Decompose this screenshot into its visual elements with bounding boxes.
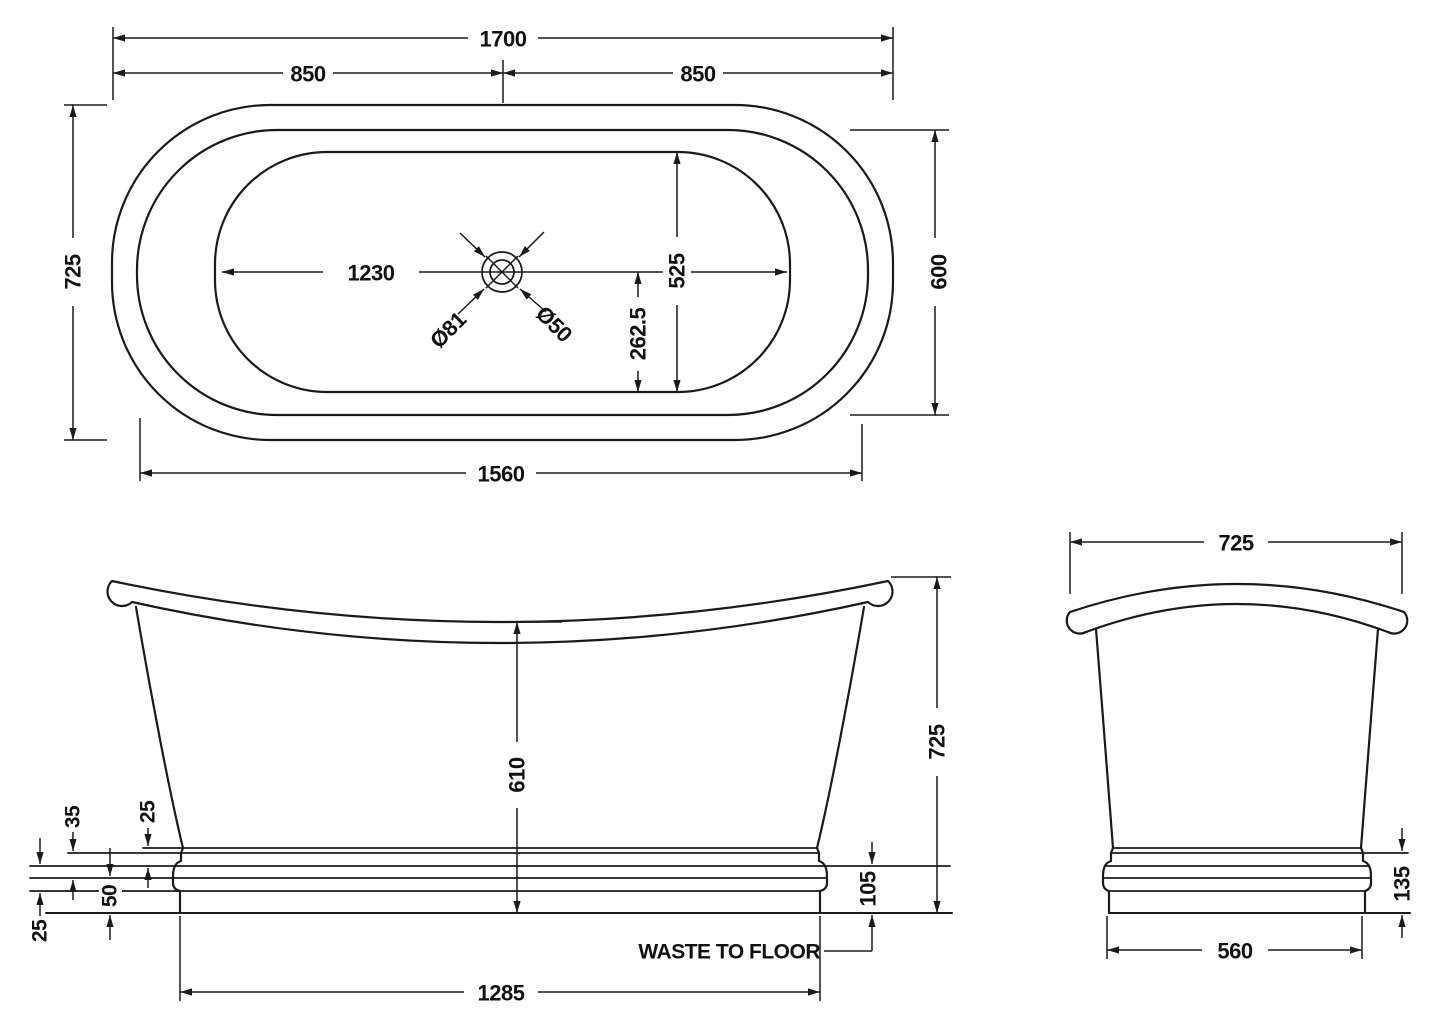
drain-outer-circle — [481, 251, 523, 293]
dim-base-width: 560 — [1106, 916, 1363, 964]
dim-internal-width: 525 — [663, 152, 691, 392]
dim-plinth-height-label: 135 — [1390, 866, 1415, 901]
dim-internal-width-label: 525 — [665, 253, 690, 288]
dim-base-length: 1285 — [179, 916, 821, 1006]
dim-trim-lower-50: 50 — [99, 848, 122, 940]
dim-plinth-height: 135 — [1390, 828, 1415, 938]
dim-internal-length: 1230 — [222, 260, 787, 286]
dim-half-lengths: 850 850 — [113, 60, 893, 103]
dim-trim-top-label: 35 — [62, 805, 85, 828]
dim-drain-waste-label: Ø81 — [425, 307, 471, 353]
front-right-wall — [815, 605, 866, 850]
dim-overall-width: 725 — [59, 104, 107, 441]
side-right-wall — [1359, 627, 1380, 850]
dim-internal-depth: 610 — [503, 621, 562, 913]
side-right-plinth-profile — [1359, 846, 1373, 915]
dim-rim-width: 600 — [850, 129, 953, 416]
dim-trim-bottom-25: 25 — [29, 838, 52, 942]
dim-base-width-label: 560 — [1217, 939, 1252, 964]
plan-inner-rim — [135, 128, 870, 417]
dim-trim-bottom-label: 25 — [29, 919, 52, 942]
dim-overall-height: 725 — [891, 576, 951, 913]
dim-right-half-label: 850 — [680, 62, 715, 87]
dim-trim-top-35: 35 — [62, 805, 85, 900]
side-base — [1101, 846, 1411, 915]
plan-view: 1230 Ø81 Ø50 1700 — [59, 26, 953, 487]
dim-drain-offset-label: 262.5 — [626, 307, 651, 360]
dim-rim-length-label: 1560 — [478, 462, 525, 487]
dim-side-width-label: 725 — [1218, 531, 1253, 556]
front-left-plinth-profile — [171, 846, 185, 915]
front-view: 610 725 105 WASTE TO FLOOR 1285 — [29, 576, 953, 1006]
side-left-plinth-profile — [1101, 846, 1115, 915]
front-right-plinth-profile — [815, 846, 829, 915]
plan-outer-rim — [110, 103, 895, 442]
dim-drain-offset: 262.5 — [624, 272, 652, 392]
dim-waste-height-label: 105 — [856, 871, 881, 906]
side-left-wall — [1094, 627, 1115, 850]
drain-symbol: Ø81 Ø50 — [425, 231, 577, 353]
plan-internal-basin — [213, 150, 792, 394]
dim-rim-width-label: 600 — [927, 254, 952, 289]
front-rim — [106, 579, 894, 645]
dim-waste-height: 105 WASTE TO FLOOR — [638, 842, 881, 964]
dim-rim-length: 1560 — [139, 418, 863, 487]
dim-internal-length-label: 1230 — [348, 261, 395, 286]
dim-left-half-label: 850 — [290, 62, 325, 87]
dim-overall-length-label: 1700 — [480, 27, 527, 52]
drain-inner-circle — [489, 259, 515, 285]
front-left-wall — [134, 605, 185, 850]
dim-overall-height-label: 725 — [925, 724, 950, 759]
dim-overall-length: 1700 — [112, 26, 894, 100]
side-view: 725 135 560 — [1065, 530, 1415, 964]
dim-internal-depth-label: 610 — [505, 757, 530, 792]
side-rim — [1065, 582, 1409, 635]
dim-overall-width-label: 725 — [61, 254, 86, 289]
dim-base-length-label: 1285 — [478, 981, 525, 1006]
waste-to-floor-label: WASTE TO FLOOR — [638, 941, 820, 964]
dim-drain-outlet-label: Ø50 — [531, 301, 577, 347]
dim-trim-upper-label: 25 — [137, 800, 160, 823]
dim-trim-upper-25: 25 — [137, 800, 160, 888]
dim-trim-lower-label: 50 — [99, 885, 122, 907]
dim-side-width: 725 — [1069, 530, 1403, 594]
front-base — [29, 846, 953, 915]
